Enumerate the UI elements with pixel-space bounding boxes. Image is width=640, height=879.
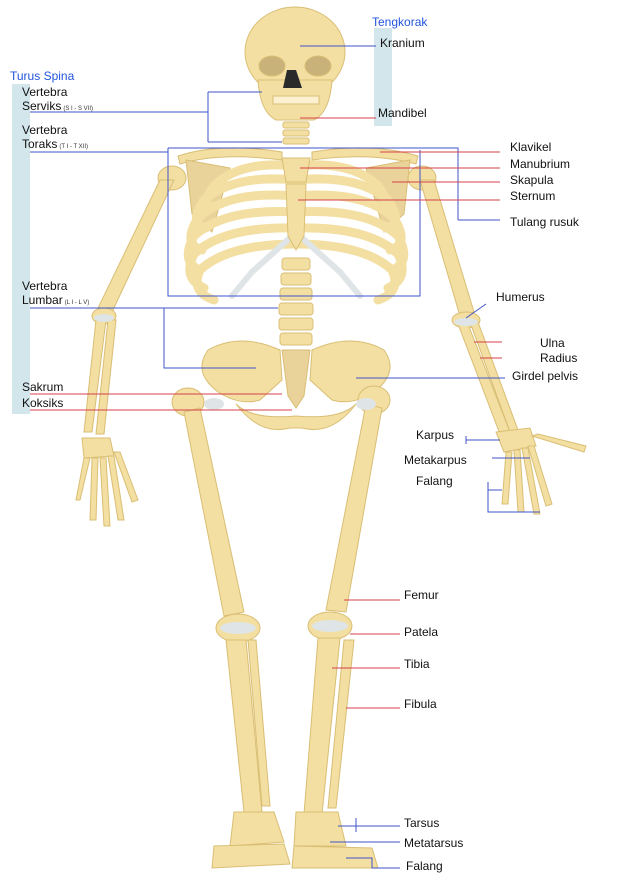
label-skapula: Skapula: [510, 173, 554, 187]
left-arm: [75, 165, 187, 527]
label-radius: Radius: [540, 351, 578, 365]
label-metatarsus: Metatarsus: [404, 836, 464, 850]
label-tibia: Tibia: [404, 657, 430, 671]
label-sakrum: Sakrum: [22, 380, 64, 394]
label-tulang-rusuk: Tulang rusuk: [510, 215, 579, 229]
label-manubrium: Manubrium: [510, 157, 571, 171]
left-knee-cartilage: [220, 622, 256, 634]
vertebra-lumbar-line1: Vertebra: [22, 279, 68, 293]
leader-lines-red: [30, 117, 502, 709]
label-vertebra-serviks: Vertebra Serviks(S I - S VII): [22, 85, 93, 116]
vertebra-serviks-line2: Serviks(S I - S VII): [22, 99, 93, 116]
label-falang-foot: Falang: [406, 859, 443, 873]
vertebra-serviks-name: Serviks: [22, 99, 62, 113]
label-humerus: Humerus: [496, 290, 545, 304]
vertebra-serviks-range: (S I - S VII): [63, 106, 94, 112]
pelvis: [201, 340, 391, 431]
label-girdel-pelvis: Girdel pelvis: [512, 369, 579, 383]
vertebra-toraks-line2: Toraks(T I - T XII): [22, 137, 88, 154]
label-patela: Patela: [404, 625, 439, 639]
cervical-vertebrae: [282, 121, 310, 145]
manubrium-bone: [281, 157, 311, 183]
label-vertebra-lumbar: Vertebra Lumbar(L I - L V): [22, 279, 89, 310]
label-karpus: Karpus: [416, 428, 455, 442]
label-metakarpus: Metakarpus: [404, 453, 467, 467]
right-hip-cartilage: [356, 398, 376, 410]
vertebra-lumbar-range: (L I - L V): [64, 300, 90, 306]
left-elbow-cartilage: [94, 314, 114, 322]
right-leg: [291, 385, 391, 869]
label-klavikel: Klavikel: [510, 140, 552, 154]
vertebra-lumbar-name: Lumbar: [22, 293, 63, 307]
vertebra-serviks-line1: Vertebra: [22, 85, 68, 99]
label-tarsus: Tarsus: [404, 816, 440, 830]
right-knee-cartilage: [312, 620, 348, 632]
label-ulna: Ulna: [540, 336, 565, 350]
tengkorak-group-label: Tengkorak: [372, 15, 428, 29]
label-fibula: Fibula: [404, 697, 437, 711]
label-koksiks: Koksiks: [22, 396, 64, 410]
skull: [244, 6, 346, 121]
left-hip-cartilage: [204, 398, 224, 410]
label-sternum: Sternum: [510, 189, 556, 203]
vertebra-lumbar-line2: Lumbar(L I - L V): [22, 293, 89, 310]
label-kranium: Kranium: [380, 36, 425, 50]
left-leg: [171, 387, 291, 869]
leader-lines-blue: [30, 45, 540, 869]
right-arm: [407, 165, 587, 515]
label-falang-hand: Falang: [416, 474, 453, 488]
right-elbow-cartilage: [454, 318, 478, 326]
turus-spina-group-label: Turus Spina: [10, 69, 75, 83]
vertebra-toraks-name: Toraks: [22, 137, 58, 151]
tengkorak-group-bar: [374, 28, 392, 126]
label-vertebra-toraks: Vertebra Toraks(T I - T XII): [22, 123, 88, 154]
label-mandibel: Mandibel: [378, 106, 427, 120]
lumbar-vertebrae: [278, 257, 314, 346]
label-femur: Femur: [404, 588, 439, 602]
vertebra-toraks-line1: Vertebra: [22, 123, 68, 137]
vertebra-toraks-range: (T I - T XII): [59, 144, 89, 150]
rib-cage: [183, 160, 409, 305]
turus-spina-group-bar: [12, 84, 30, 414]
